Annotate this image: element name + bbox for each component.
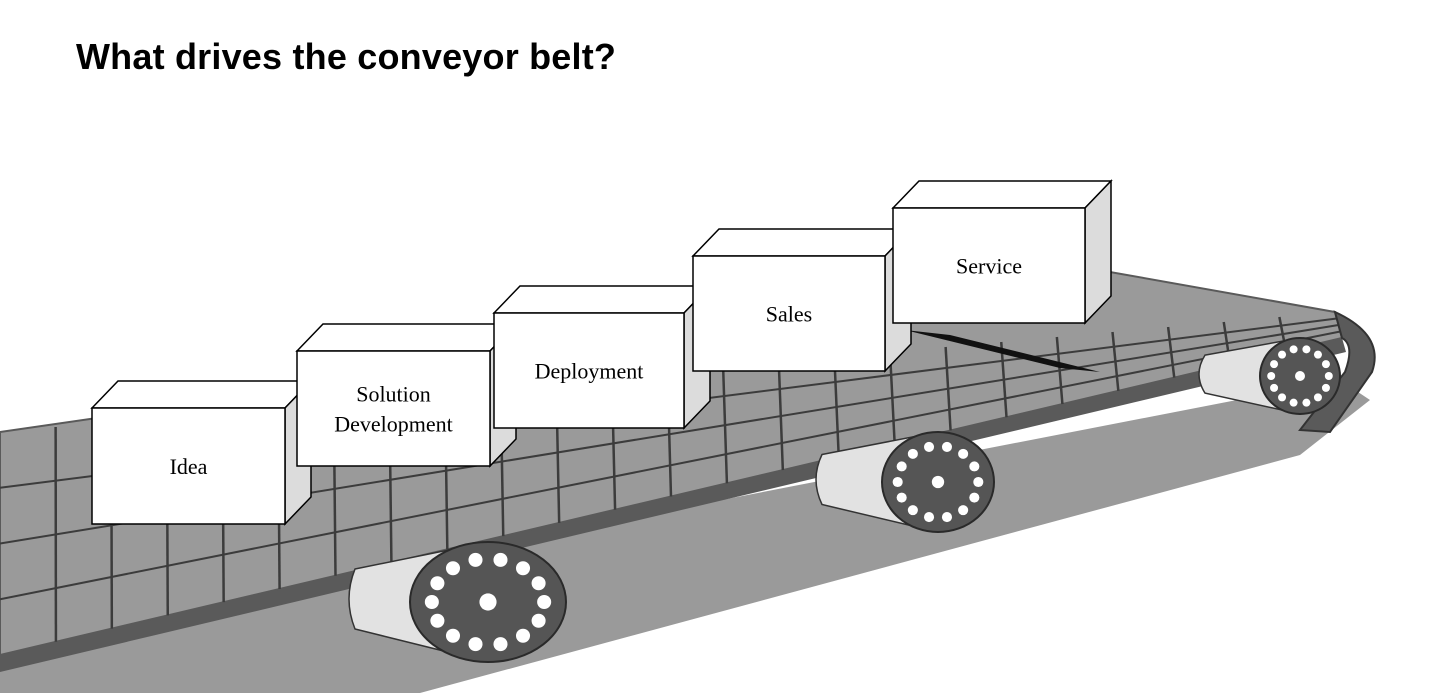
roller-hole [430, 613, 445, 628]
roller-hole [923, 441, 935, 452]
roller-hole [923, 512, 935, 523]
roller-hole [1289, 398, 1298, 407]
stage-box-label: Solution [356, 382, 431, 407]
roller-hole [941, 441, 953, 452]
roller-hole [1270, 383, 1279, 392]
roller-hole [531, 613, 546, 628]
roller-hole [958, 505, 969, 516]
roller-hole [1313, 350, 1322, 359]
stage-box-front [91, 407, 286, 525]
belt-slat-seam [1166, 326, 1176, 378]
page-title: What drives the conveyor belt? [76, 36, 617, 77]
roller-hole [493, 552, 508, 567]
stage-box-label: Idea [170, 454, 208, 479]
belt-slat-seam [777, 361, 785, 471]
roller-hole [896, 461, 907, 472]
roller-hole [969, 461, 980, 472]
roller-axle [931, 475, 945, 489]
roller-hole [1324, 372, 1333, 380]
roller-hole [1321, 360, 1330, 369]
roller-hole [445, 628, 461, 643]
roller-hole [969, 492, 980, 503]
stage-box: Sales [691, 227, 913, 373]
stage-box-front [692, 255, 886, 372]
roller [815, 431, 995, 533]
roller-hole [907, 505, 918, 516]
belt-return-curve [1298, 310, 1376, 434]
belt-slat-seam [721, 366, 729, 484]
stage-box-front [296, 350, 491, 467]
conveyor-belt [0, 270, 1376, 693]
roller-hole [1270, 360, 1279, 369]
roller-hole [468, 552, 483, 567]
roller-hole [424, 594, 439, 610]
roller-hole [1321, 383, 1330, 392]
stage-box-front [493, 312, 685, 429]
roller-hole [1313, 393, 1322, 402]
roller [348, 541, 567, 663]
roller-hole [430, 576, 445, 591]
belt-slat-seam [1055, 336, 1064, 405]
stage-box-label: Sales [766, 302, 812, 327]
belt-rollers [348, 337, 1341, 663]
stage-box-top [295, 323, 518, 352]
roller-hole [958, 448, 969, 459]
roller-hole [1278, 393, 1287, 402]
roller-hole [1302, 345, 1311, 354]
belt-slat-seam [888, 351, 896, 444]
stage-box-label: Deployment [535, 359, 644, 384]
belt-slat-seam [1000, 341, 1008, 418]
roller-hole [468, 637, 483, 652]
roller-axle [1295, 371, 1305, 381]
roller-hole [515, 561, 531, 576]
stage-box-top [691, 228, 913, 257]
roller-hole [941, 512, 953, 523]
stage-box: Idea [90, 379, 313, 526]
roller-hole [1278, 350, 1287, 359]
roller [1198, 337, 1341, 415]
stage-box: Service [891, 179, 1113, 325]
roller-hole [1302, 398, 1311, 407]
stage-box: Deployment [492, 284, 712, 430]
stage-box-label: Development [334, 412, 453, 437]
roller-hole [1289, 345, 1298, 354]
roller-hole [515, 628, 531, 643]
roller-hole [445, 561, 461, 576]
stage-box-label: Service [956, 254, 1022, 279]
roller-hole [896, 492, 907, 503]
stage-box-top [90, 380, 313, 409]
roller-hole [907, 448, 918, 459]
stage-box-top [492, 285, 712, 314]
stage-box-top [891, 180, 1113, 209]
belt-slat-seam [1111, 331, 1120, 391]
stage-box-front [892, 207, 1086, 324]
roller-axle [479, 593, 497, 611]
belt-front-edge [0, 338, 1346, 672]
roller-hole [892, 476, 903, 488]
belt-slat-seam [833, 356, 840, 457]
roller-hole [537, 594, 552, 610]
roller-hole [493, 637, 508, 652]
roller-hole [1267, 372, 1276, 380]
roller-hole [973, 476, 984, 488]
lower-belt [0, 380, 1370, 693]
belt-slat-seam [944, 346, 952, 431]
roller-hole [531, 576, 546, 591]
belt-shadow-gap [905, 330, 1100, 372]
